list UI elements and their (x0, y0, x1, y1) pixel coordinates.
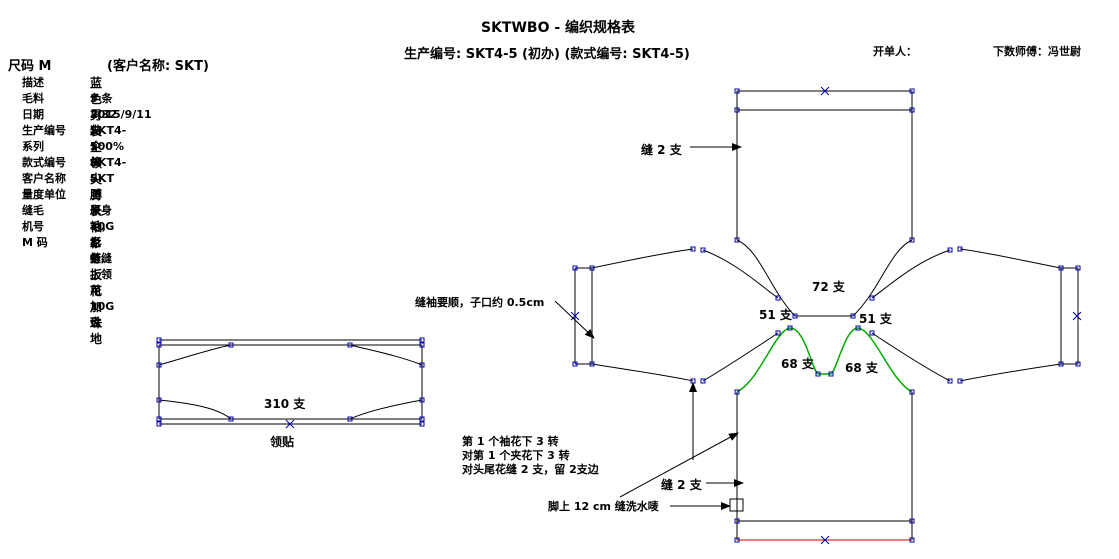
right-sleeve-marker (1072, 311, 1082, 321)
right-sleeve (871, 248, 1079, 382)
garment-points (572, 88, 1081, 543)
info-key: 机号 (22, 220, 44, 233)
info-key: M 码 (22, 236, 48, 249)
right-neck-curve-label: 68 支 (845, 361, 878, 375)
info-key: 缝毛 (22, 204, 44, 217)
info-value: 厘米 (90, 188, 101, 217)
info-value: 1 打 (90, 236, 101, 265)
bottom-marker (820, 535, 830, 545)
note-line-1: 第 1 个袖花下 3 转 (462, 435, 559, 448)
seam-bottom-label: 缝 2 支 (661, 478, 702, 492)
bottom-panel (736, 392, 913, 540)
info-value: 3 条 2/32支100%棉 (90, 92, 124, 169)
info-key: 客户名称 (22, 172, 66, 185)
designer-label: 下数师傅：冯世尉 (993, 45, 1081, 58)
collar-piece (158, 339, 423, 425)
info-value: 10G 盘缝, 上领用10G 盘 (90, 220, 115, 329)
collar-name-label: 领贴 (270, 435, 295, 449)
collar-marker (285, 419, 295, 429)
neck-curve (736, 327, 913, 393)
left-sleeve-marker (570, 311, 580, 321)
info-value: 原身毛，2 条缝 (90, 204, 112, 265)
seam-top-label: 缝 2 支 (641, 143, 682, 157)
info-key: 系列 (22, 140, 44, 153)
info-key: 描述 (22, 76, 44, 89)
left-shoulder-label: 51 支 (759, 308, 792, 322)
info-value: SKT4-5 (90, 124, 127, 153)
collar-count-label: 310 支 (264, 397, 306, 411)
annotation-arrows (554, 143, 744, 510)
info-key: 款式编号 (22, 156, 66, 169)
info-value: 蓝色男装企领尖膊长袖衫 - 扳花加珠地 (90, 76, 103, 346)
customer-label: (客户名称: SKT) (107, 59, 209, 74)
info-key: 毛料 (22, 92, 44, 105)
collar-points (156, 337, 425, 427)
info-value: SKT4-5 (90, 156, 127, 185)
info-key: 生产编号 (22, 124, 66, 137)
neck-count-label: 72 支 (812, 280, 845, 294)
top-panel (736, 90, 913, 317)
note-line-2: 对第 1 个夹花下 3 转 (462, 449, 570, 462)
info-key: 量度单位 (22, 188, 66, 201)
production-line: 生产编号: SKT4-5 (初办) (款式编号: SKT4-5) (404, 47, 690, 62)
info-key: 日期 (22, 108, 44, 121)
info-value: 2015/9/11 (90, 108, 152, 121)
top-marker (820, 86, 830, 96)
size-label: 尺码 M (8, 59, 52, 74)
sleeve-note-label: 缝袖要顺，子口约 0.5cm (415, 296, 545, 309)
info-value: SKT (90, 172, 114, 185)
note-line-3: 对头尾花缝 2 支，留 2支边 (462, 463, 599, 476)
left-neck-curve-label: 68 支 (781, 357, 814, 371)
wash-label-text: 脚上 12 cm 缝洗水唛 (548, 500, 659, 513)
opener-label: 开单人： (873, 45, 917, 58)
page-title: SKTWBO - 编织规格表 (481, 20, 636, 36)
left-sleeve (574, 248, 779, 382)
right-shoulder-label: 51 支 (859, 312, 892, 326)
